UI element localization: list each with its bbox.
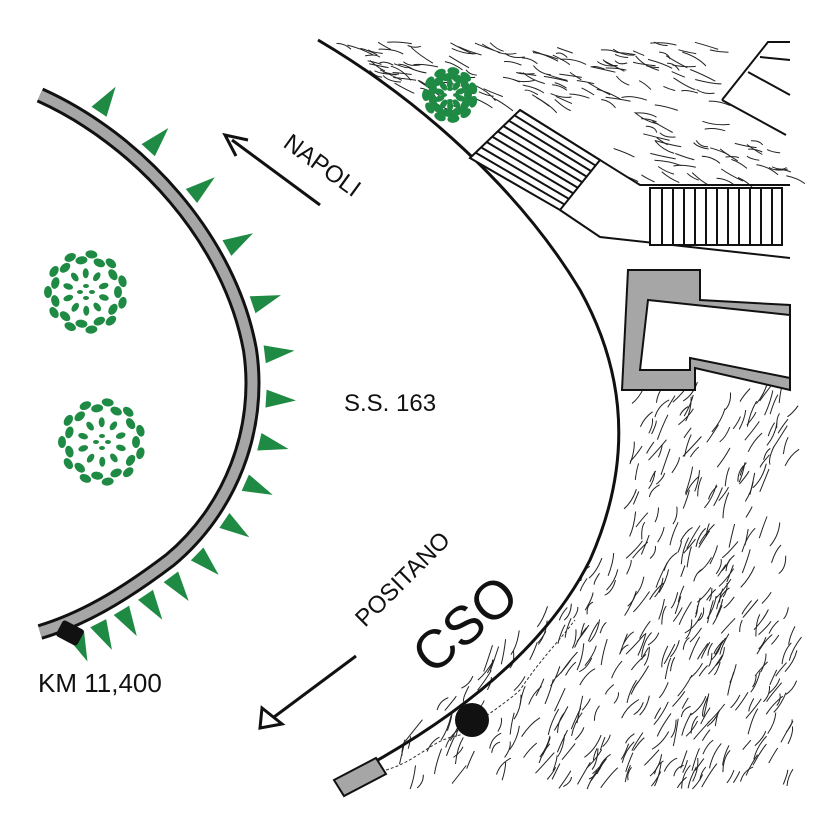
island-curb-outer bbox=[36, 87, 261, 640]
kilometer-label: KM 11,400 bbox=[38, 668, 162, 698]
stairs-right bbox=[649, 187, 783, 246]
arrow-up-left-icon bbox=[222, 132, 321, 207]
parking-bay bbox=[620, 269, 791, 392]
terrain-hatching-top bbox=[336, 41, 806, 189]
building-top-right bbox=[721, 41, 791, 136]
kilometer-stone-icon bbox=[56, 620, 84, 646]
terrain-hatching-bottom bbox=[399, 377, 802, 790]
arrow-down-left-icon bbox=[258, 654, 357, 730]
tree-icon bbox=[422, 67, 478, 123]
cliff-edge bbox=[385, 619, 576, 771]
road-name-label: S.S. 163 bbox=[344, 390, 436, 417]
walkway-edge-lower bbox=[559, 209, 791, 259]
hedge-triangles bbox=[67, 86, 296, 662]
curb-bottom bbox=[332, 756, 388, 798]
tree-icon bbox=[58, 398, 145, 486]
walkway-edge-upper bbox=[519, 109, 790, 186]
direction-napoli-label: NAPOLI bbox=[278, 129, 365, 203]
tree-icon bbox=[44, 250, 127, 334]
road-edge-right bbox=[317, 38, 621, 772]
stairs-upper bbox=[468, 108, 602, 212]
island-curb-fill bbox=[37, 90, 258, 637]
location-dot-icon bbox=[455, 703, 489, 737]
